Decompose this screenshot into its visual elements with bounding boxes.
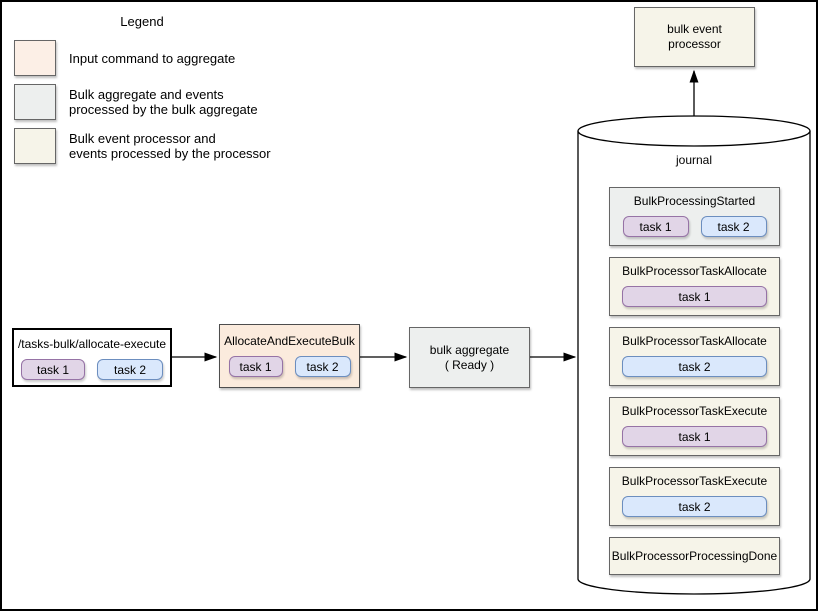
task-pill: task 2 <box>622 356 767 377</box>
event-task-execute-2: BulkProcessorTaskExecute task 2 <box>609 467 780 526</box>
legend-title: Legend <box>120 14 164 29</box>
legend-label-bulk-event-processor: Bulk event processor and events processe… <box>69 128 329 164</box>
event-processing-done: BulkProcessorProcessingDone <box>609 537 780 575</box>
legend-swatch-bulk-event-processor <box>14 128 56 164</box>
bulk-event-processor-box: bulk event processor <box>634 7 755 67</box>
event-task-allocate-1: BulkProcessorTaskAllocate task 1 <box>609 257 780 316</box>
input-command-box: /tasks-bulk/allocate-execute task 1 task… <box>12 328 172 387</box>
legend-label-text: Input command to aggregate <box>69 50 236 66</box>
task-pill: task 1 <box>622 216 689 237</box>
event-title: BulkProcessingStarted <box>633 194 756 208</box>
event-task-allocate-2: BulkProcessorTaskAllocate task 2 <box>609 327 780 386</box>
event-title: BulkProcessorTaskAllocate <box>622 334 767 348</box>
task-pill: task 1 <box>622 286 767 307</box>
legend-label-text: Bulk aggregate and events processed by t… <box>69 87 258 117</box>
task-pill: task 1 <box>622 426 767 447</box>
event-title: BulkProcessorTaskExecute <box>621 404 768 418</box>
input-command-tasks: task 1 task 2 <box>14 359 170 380</box>
task-pill: task 1 <box>228 356 283 377</box>
event-title: BulkProcessorTaskExecute <box>621 474 768 488</box>
legend-label-bulk-aggregate: Bulk aggregate and events processed by t… <box>69 84 329 120</box>
task-pill: task 2 <box>700 216 767 237</box>
allocate-and-execute-bulk-title: AllocateAndExecuteBulk <box>224 334 355 348</box>
legend-swatch-input-command <box>14 40 56 76</box>
event-title: BulkProcessorProcessingDone <box>611 549 778 563</box>
task-pill: task 2 <box>97 359 163 380</box>
event-bulk-processing-started: BulkProcessingStarted task 1 task 2 <box>609 187 780 246</box>
journal-label: journal <box>675 153 713 167</box>
event-task-execute-1: BulkProcessorTaskExecute task 1 <box>609 397 780 456</box>
bulk-aggregate-label: bulk aggregate ( Ready ) <box>429 342 510 372</box>
allocate-and-execute-bulk-box: AllocateAndExecuteBulk task 1 task 2 <box>219 324 360 388</box>
event-tasks: task 1 task 2 <box>610 216 779 237</box>
legend-label-input-command: Input command to aggregate <box>69 40 329 76</box>
task-pill: task 1 <box>21 359 85 380</box>
event-title: BulkProcessorTaskAllocate <box>622 264 767 278</box>
allocate-and-execute-bulk-tasks: task 1 task 2 <box>220 356 359 377</box>
legend-label-text: Bulk event processor and events processe… <box>69 131 271 161</box>
legend-swatch-bulk-aggregate <box>14 84 56 120</box>
bulk-event-processor-label: bulk event processor <box>667 22 722 51</box>
task-pill: task 2 <box>294 356 351 377</box>
bulk-aggregate-box: bulk aggregate ( Ready ) <box>409 327 530 388</box>
task-pill: task 2 <box>622 496 767 517</box>
input-command-title: /tasks-bulk/allocate-execute <box>17 337 167 351</box>
